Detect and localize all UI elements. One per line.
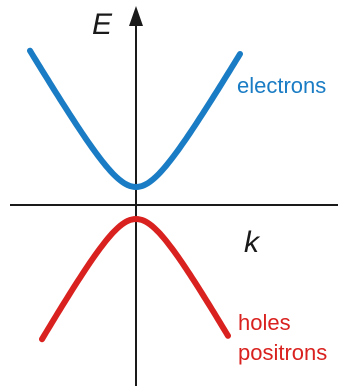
holes-label: holes	[238, 310, 291, 335]
energy-axis-label: E	[92, 8, 113, 41]
valence-band-curve	[39, 215, 231, 343]
electrons-label: electrons	[237, 73, 326, 98]
e-axis-arrowhead	[129, 6, 143, 26]
conduction-band-curve	[27, 47, 243, 191]
positrons-label: positrons	[238, 340, 327, 365]
momentum-axis-label: k	[244, 226, 261, 259]
